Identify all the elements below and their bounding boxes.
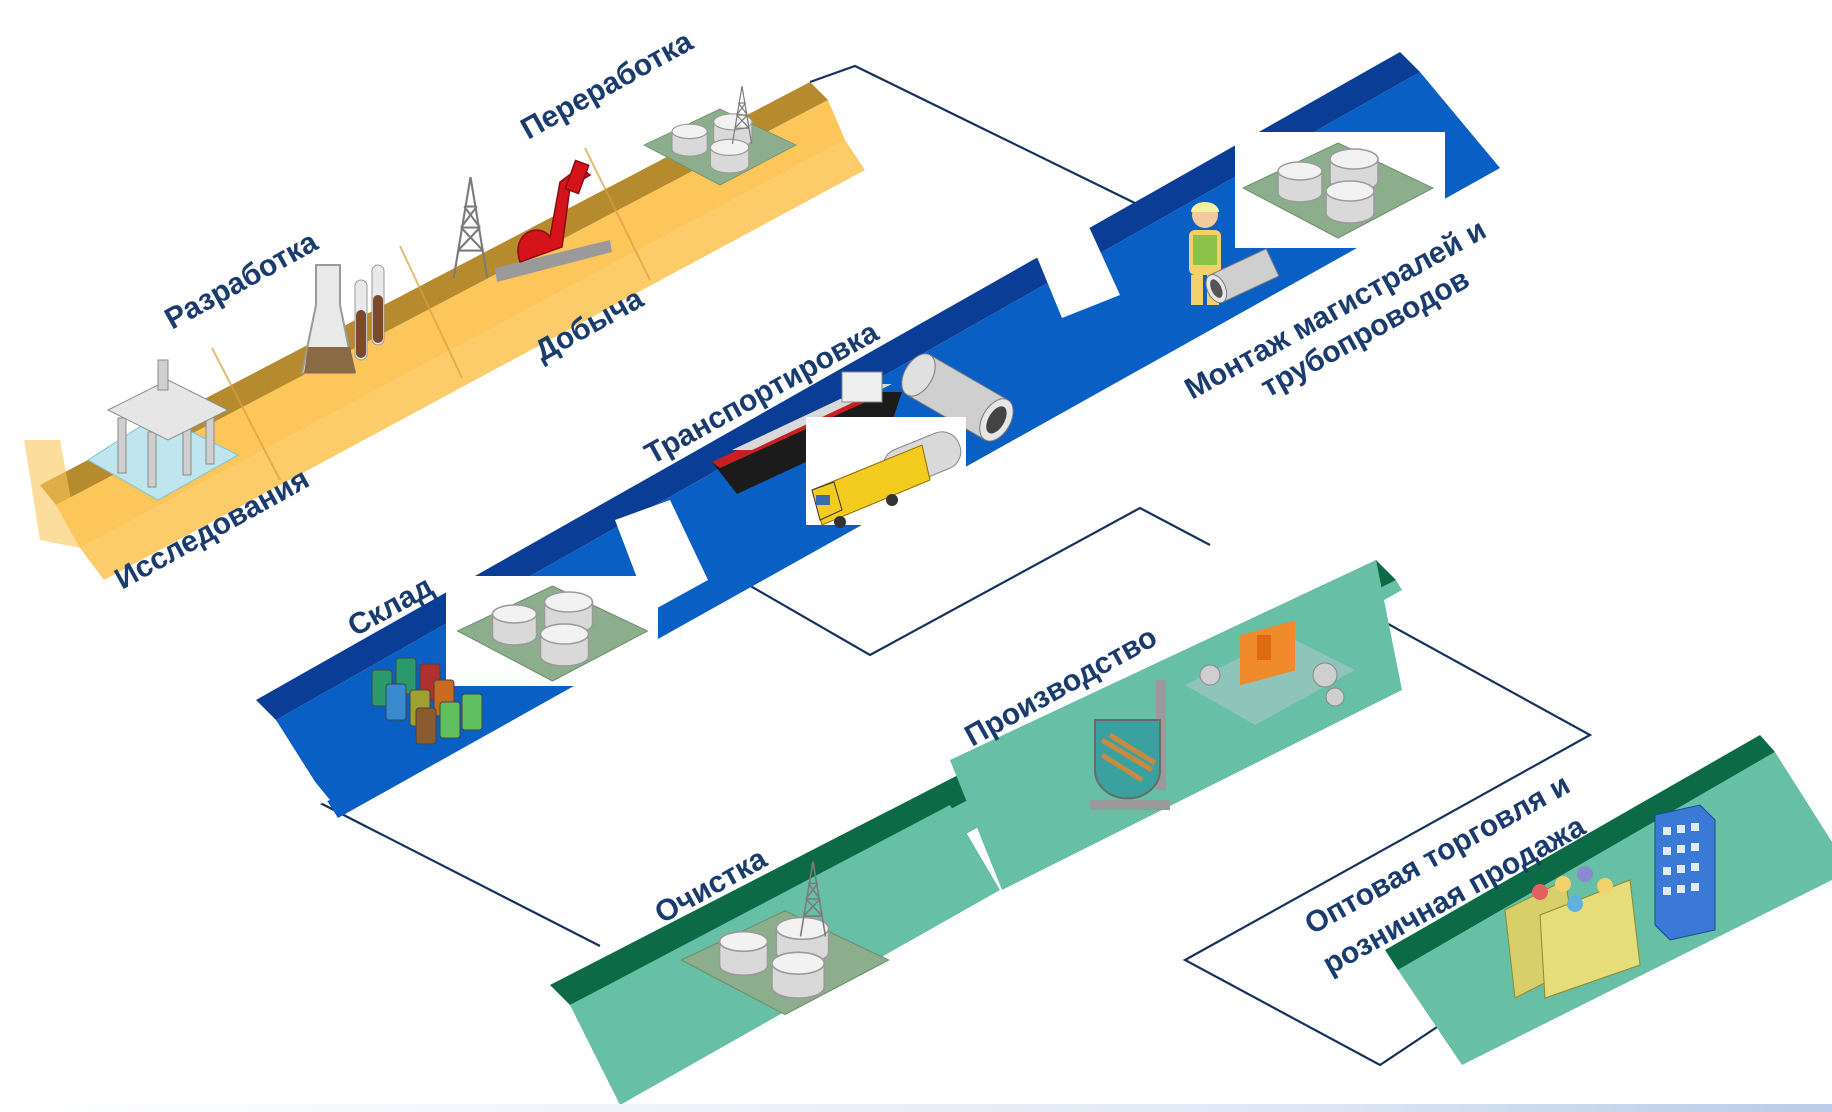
office-building-icon bbox=[1654, 804, 1716, 941]
tanker-train-icon bbox=[806, 417, 966, 528]
pipe-segment-icon bbox=[901, 353, 1014, 442]
label-development: Разработка bbox=[159, 225, 323, 336]
storage-yard-tanks-icon bbox=[446, 576, 658, 686]
pipeline-worker-icon bbox=[1189, 202, 1280, 305]
factory-icon bbox=[1185, 620, 1355, 725]
storage-tanks-icon bbox=[1235, 132, 1445, 248]
oil-barrels-icon bbox=[371, 657, 483, 745]
oil-derrick-pumpjack-icon bbox=[452, 159, 612, 282]
lab-flask-icon bbox=[300, 264, 385, 374]
customers-group-icon bbox=[1504, 866, 1641, 999]
bottom-gradient-bar bbox=[0, 1104, 1832, 1112]
offshore-platform-icon bbox=[87, 359, 240, 501]
label-processing: Переработка bbox=[515, 25, 698, 147]
reactor-vessel-icon bbox=[1090, 680, 1170, 810]
upstream-band bbox=[24, 82, 865, 580]
